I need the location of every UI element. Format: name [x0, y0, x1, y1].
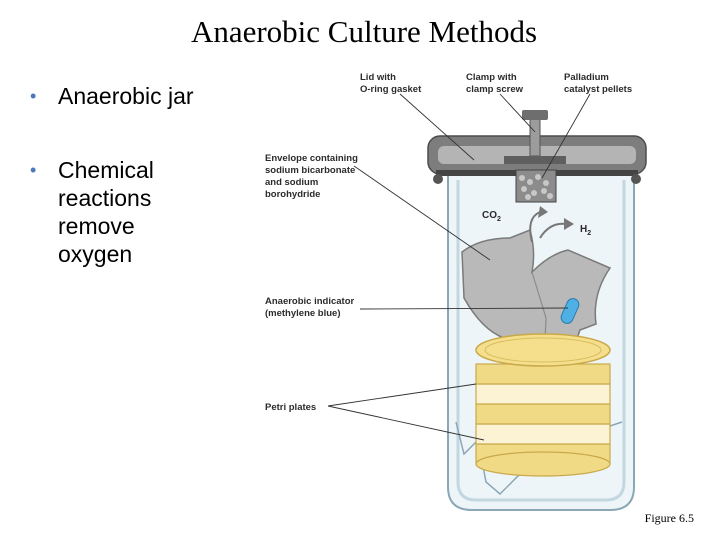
petri-plate-stack [475, 333, 611, 477]
bullet-dot-icon: • [30, 86, 37, 106]
clamp-knob [522, 110, 548, 120]
figure-label: Figure 6.5 [644, 511, 694, 525]
petri-plate-top [475, 333, 611, 367]
label-clamp-line1: Clamp with [466, 72, 517, 83]
label-envelope-line2: sodium bicarbonate [265, 165, 355, 176]
label-envelope-line1: Envelope containing [265, 153, 358, 164]
co2-arrowhead-icon [538, 206, 548, 218]
leader-petri-1 [327, 383, 477, 407]
bullet-item: • Anaerobic jar [30, 82, 208, 110]
slide-title: Anaerobic Culture Methods [190, 14, 538, 49]
bullet-text: Anaerobic jar [58, 83, 194, 109]
petri-plate [475, 403, 611, 425]
bullet-item: • Chemical reactions remove oxygen [30, 156, 198, 268]
label-palladium-line1: Palladium [564, 72, 609, 83]
petri-plate [475, 423, 611, 445]
leader-palladium [541, 93, 591, 179]
co2-label: CO2 [482, 210, 501, 223]
leader-indicator [359, 307, 569, 310]
petri-plate-top-rim [484, 337, 602, 363]
h2-arrow [539, 222, 567, 239]
label-petri: Petri plates [265, 402, 316, 413]
petri-plate [475, 383, 611, 405]
jar-inner-wall [456, 180, 626, 502]
clamp-screw [529, 117, 541, 157]
leader-petri-2 [327, 405, 485, 441]
label-lid-line1: Lid with [360, 72, 396, 83]
lid-bolt-right [631, 174, 641, 184]
petri-plate-bottom [475, 451, 611, 477]
bullet-dot-icon: • [30, 160, 37, 180]
lid-bolt-left [433, 174, 443, 184]
anaerobic-jar-diagram: CO2 H2 Lid with O-ring gasket Clamp with… [265, 72, 647, 511]
leader-clamp [499, 93, 536, 133]
methylene-blue-indicator [560, 298, 580, 324]
bullet-text: Chemical reactions remove oxygen [58, 157, 154, 267]
h2-label: H2 [580, 224, 591, 237]
bullet-list: • Anaerobic jar • Chemical reactions rem… [30, 82, 230, 314]
label-indicator-line1: Anaerobic indicator [265, 296, 355, 307]
leader-lid [399, 93, 475, 161]
label-clamp-line2: clamp screw [466, 84, 524, 95]
leader-envelope [353, 165, 491, 261]
catalyst-pellets [519, 174, 553, 200]
petri-plate [475, 363, 611, 385]
label-palladium-line2: catalyst pellets [564, 84, 632, 95]
label-envelope-line4: borohydride [265, 189, 320, 200]
label-envelope-line3: and sodium [265, 177, 318, 188]
label-indicator-line2: (methylene blue) [265, 308, 341, 319]
co2-arrow [529, 211, 541, 243]
label-lid-line2: O-ring gasket [360, 84, 422, 95]
h2-arrowhead-icon [564, 218, 574, 230]
clamp-plate [504, 156, 566, 164]
